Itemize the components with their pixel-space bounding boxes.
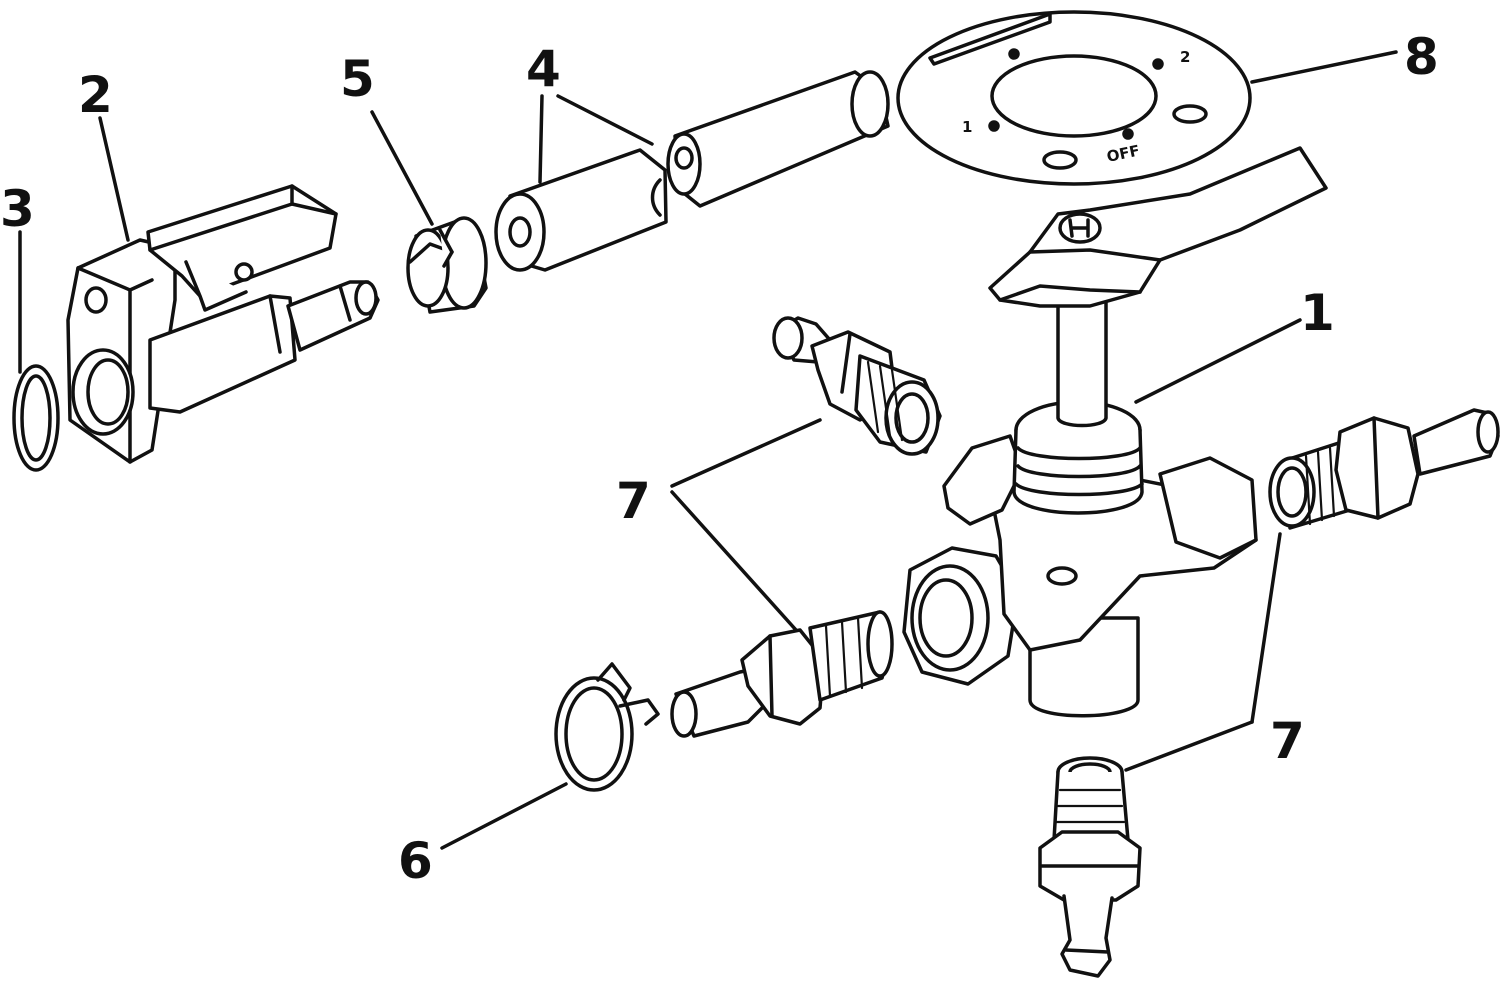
callout-7-right: 7 <box>1270 712 1305 770</box>
callout-8: 8 <box>1404 28 1439 86</box>
part-1-fuel-valve <box>902 146 1328 718</box>
callout-5: 5 <box>340 50 375 108</box>
callout-6: 6 <box>398 832 433 890</box>
callout-4: 4 <box>526 40 561 98</box>
part-5-hose-clamp <box>406 216 488 314</box>
callout-2: 2 <box>78 66 113 124</box>
part-3-o-ring <box>12 364 60 472</box>
callout-3: 3 <box>0 180 35 238</box>
part-7-fitting-bottom <box>1038 756 1142 978</box>
part-2-connector <box>66 184 380 464</box>
part-7-fitting-right <box>1268 408 1500 530</box>
leader-lines <box>18 50 1398 850</box>
callout-7-left: 7 <box>616 472 651 530</box>
dial-label-one: 1 <box>962 118 972 136</box>
part-7-fitting-upper <box>772 316 942 456</box>
part-4-fuel-hose <box>494 70 890 272</box>
callout-1: 1 <box>1300 284 1335 342</box>
dial-label-two: 2 <box>1180 48 1190 66</box>
part-7-fitting-lower-left <box>670 610 894 738</box>
part-8-dial-plate: OFF 1 2 <box>896 10 1252 186</box>
callout-labels: 1 2 3 4 5 6 7 7 8 <box>0 28 1439 890</box>
part-6-spring-clip <box>554 662 660 792</box>
